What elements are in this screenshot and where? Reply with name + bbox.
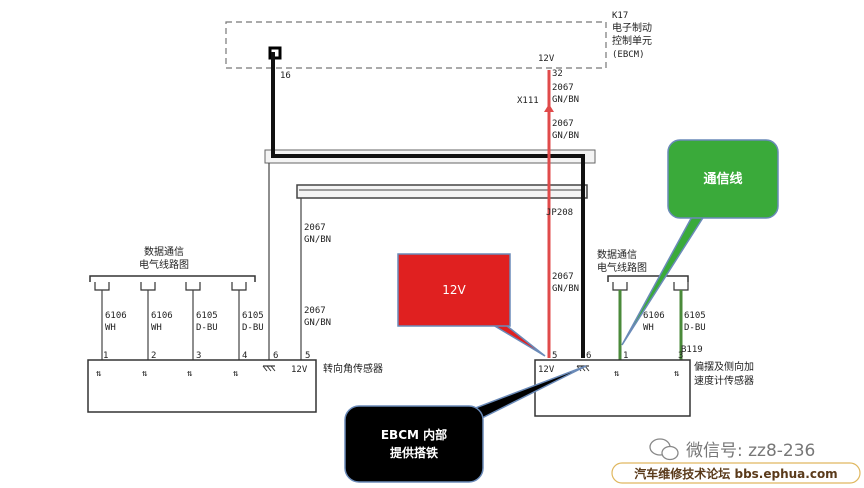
comm-callout-text: 通信线 [703, 171, 742, 187]
wire-2067-color-e: GN/BN [304, 318, 331, 328]
left-wire-4-color: D-BU [242, 323, 264, 333]
steering-signal-arrows-2: ⇅ [142, 369, 148, 379]
right-data-comm-line2: 电气线路图 [597, 261, 647, 274]
left-comm-wire-3 [185, 282, 201, 360]
connector-x111-label: X111 [517, 96, 539, 106]
left-wire-2-circuit: 6106 [151, 311, 173, 321]
steering-sensor-name: 转向角传感器 [323, 362, 383, 375]
wire-2067-color-d: GN/BN [304, 235, 331, 245]
ebcm-ground-wire [271, 52, 585, 358]
steering-supply-label: 12V [291, 365, 308, 375]
yaw-sensor-name-line2: 速度计传感器 [694, 374, 754, 387]
wire-2067-color-b: GN/BN [552, 131, 579, 141]
right-wire-1-circuit: 6106 [643, 311, 665, 321]
right-data-comm: 数据通信 电气线路图 6106 WH 6105 D-BU [597, 248, 706, 360]
wire-2067-color-a: GN/BN [552, 95, 579, 105]
right-wire-2-circuit: 6105 [684, 311, 706, 321]
left-wire-1-color: WH [105, 323, 116, 333]
left-data-comm-bracket [89, 275, 256, 282]
yaw-supply-label: 12V [538, 365, 555, 375]
yaw-pin-1: 1 [623, 351, 628, 361]
left-wire-3-circuit: 6105 [196, 311, 218, 321]
wechat-id-text: 微信号: zz8-236 [686, 441, 815, 461]
right-data-comm-line1: 数据通信 [597, 248, 637, 261]
yaw-rate-sensor: 5 6 1 3 B119 12V ⇅ ⇅ 偏摆及侧向加 速度计传感器 [534, 345, 754, 417]
ebcm-module: K17 电子制动 控制单元 (EBCM) 16 12V 32 [225, 11, 652, 81]
left-data-comm-line1: 数据通信 [144, 245, 184, 258]
power-callout-bubble [397, 253, 511, 327]
yaw-sensor-id: B119 [681, 345, 703, 355]
ebcm-pin-ground: 16 [280, 71, 291, 81]
left-comm-wire-2 [140, 282, 156, 360]
wire-2067-color-c: GN/BN [552, 284, 579, 294]
yaw-pin-6: 6 [586, 351, 591, 361]
yaw-sensor-name-line1: 偏摆及侧向加 [694, 360, 754, 373]
ebcm-name-line2: 控制单元 [612, 34, 652, 47]
wechat-icon [649, 438, 679, 461]
yaw-pin-3: 3 [678, 351, 683, 361]
yaw-signal-arrows-1: ⇅ [614, 369, 620, 379]
steering-pin-3: 3 [196, 351, 201, 361]
ebcm-id: K17 [612, 11, 628, 21]
harness-bar-lower [296, 184, 588, 199]
wire-2067-circuit-b: 2067 [552, 119, 574, 129]
connector-jp208-label: JP208 [546, 208, 573, 218]
steering-pin-4: 4 [242, 351, 247, 361]
ebcm-name-line3: (EBCM) [612, 50, 645, 60]
left-wire-2-color: WH [151, 323, 162, 333]
left-data-comm-line2: 电气线路图 [139, 258, 189, 271]
steering-pin-1: 1 [103, 351, 108, 361]
steering-signal-arrows-1: ⇅ [96, 369, 102, 379]
left-comm-wire-1 [94, 282, 110, 360]
steering-signal-arrows-4: ⇅ [233, 369, 239, 379]
ebcm-name-line1: 电子制动 [612, 21, 652, 34]
watermark: 微信号: zz8-236 汽车维修技术论坛 bbs.ephua.com [611, 438, 861, 484]
wire-2067-circuit-e: 2067 [304, 306, 326, 316]
left-comm-wire-4 [231, 282, 247, 360]
left-wire-3-color: D-BU [196, 323, 218, 333]
wire-2067-circuit-c: 2067 [552, 272, 574, 282]
yaw-signal-arrows-2: ⇅ [674, 369, 680, 379]
connector-x111-arrow [544, 104, 554, 112]
power-callout: 12V [397, 253, 546, 357]
right-wire-2-color: D-BU [684, 323, 706, 333]
ebcm-module-box [225, 21, 607, 69]
steering-ground-symbol [262, 365, 276, 372]
steering-pin-2: 2 [151, 351, 156, 361]
yaw-sensor-box [534, 359, 691, 417]
left-wire-1-circuit: 6106 [105, 311, 127, 321]
wire-2067-circuit-a: 2067 [552, 83, 574, 93]
ground-callout-line2: 提供搭铁 [390, 445, 438, 460]
comm-callout-bubble [667, 139, 779, 219]
ground-callout: EBCM 内部 提供搭铁 [344, 365, 587, 483]
right-data-comm-bracket [607, 275, 689, 282]
right-comm-connector-1 [612, 282, 628, 291]
steering-angle-sensor: 1 2 3 4 6 5 ⇅ ⇅ ⇅ ⇅ 12V 转向角传感器 [87, 351, 383, 413]
comm-line-callout: 通信线 [621, 139, 779, 346]
left-wire-4-circuit: 6105 [242, 311, 264, 321]
steering-pin-6: 6 [273, 351, 278, 361]
left-data-comm: 数据通信 电气线路图 6106 WH 6106 WH 6105 D-BU 610… [89, 245, 264, 360]
ebcm-pin-power: 32 [552, 69, 563, 79]
ground-callout-line1: EBCM 内部 [381, 427, 447, 442]
ebcm-supply-label: 12V [538, 54, 555, 64]
ground-callout-bubble [344, 405, 484, 483]
forum-badge [611, 462, 861, 484]
yaw-pin-5: 5 [552, 351, 557, 361]
power-callout-text: 12V [442, 283, 466, 297]
right-wire-1-color: WH [643, 323, 654, 333]
wire-2067-circuit-d: 2067 [304, 223, 326, 233]
right-comm-connector-2 [673, 282, 689, 291]
steering-sensor-box [87, 359, 317, 413]
forum-text: 汽车维修技术论坛 bbs.ephua.com [634, 466, 837, 481]
steering-pin-5: 5 [305, 351, 310, 361]
power-callout-pointer [485, 321, 546, 357]
steering-signal-arrows-3: ⇅ [187, 369, 193, 379]
